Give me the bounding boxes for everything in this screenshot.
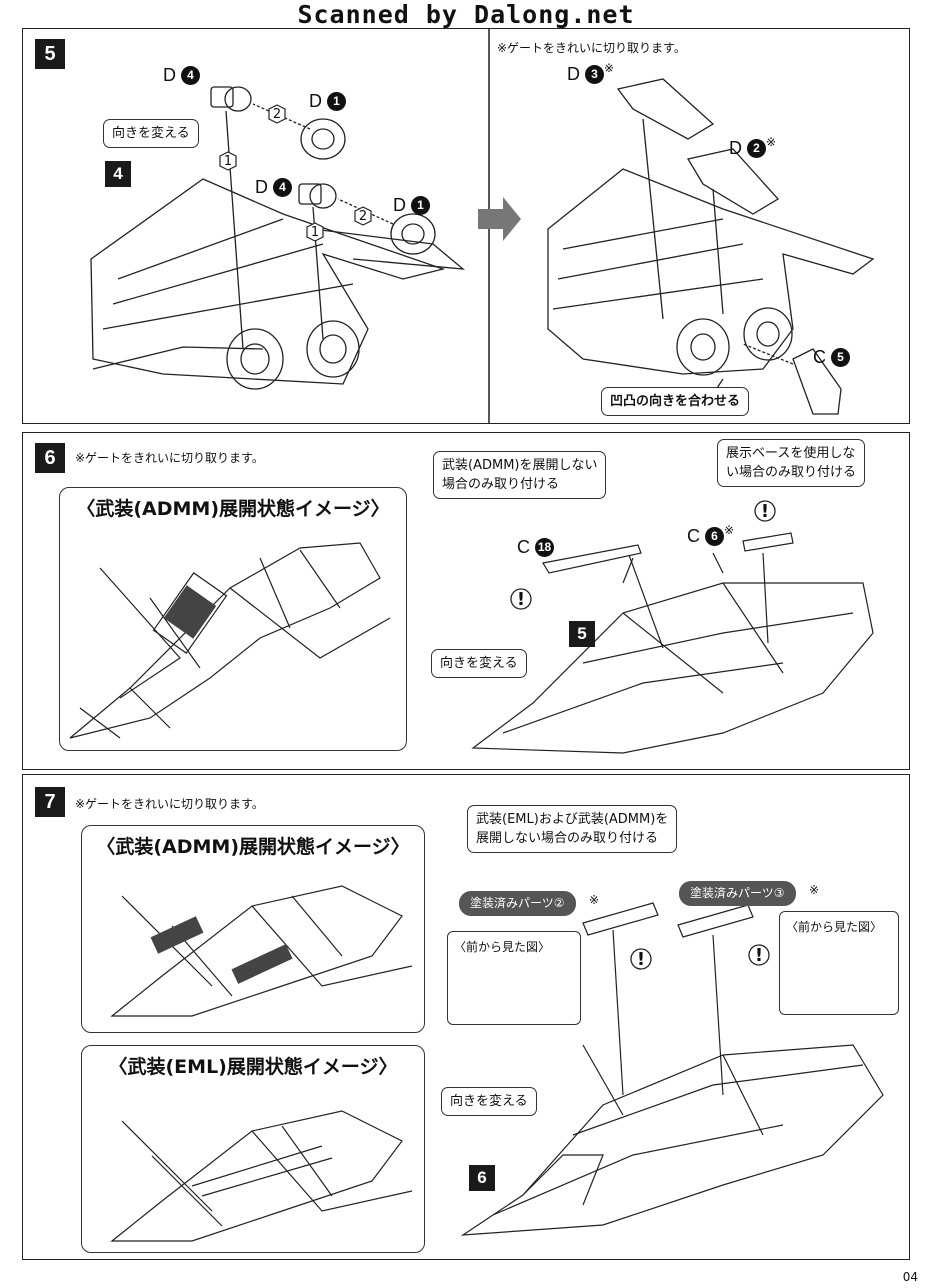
painted-part-2-mark: ※ bbox=[589, 893, 600, 907]
svg-text:!: ! bbox=[761, 501, 769, 522]
step7-eml-image: 〈武装(EML)展開状態イメージ〉 bbox=[81, 1045, 425, 1253]
svg-text:!: ! bbox=[517, 589, 525, 610]
step6-admm-callout: 武装(ADMM)を展開しない場合のみ取り付ける bbox=[433, 451, 607, 499]
step6-base-callout: 展示ベースを使用しない場合のみ取り付ける bbox=[717, 439, 866, 487]
part-label-d1: D 1 bbox=[309, 91, 347, 112]
order-label: 1 bbox=[224, 154, 232, 169]
svg-text:!: ! bbox=[637, 949, 645, 970]
step6-panel: 6 ※ゲートをきれいに切り取ります。 〈武装(ADMM)展開状態イメージ〉 bbox=[22, 432, 910, 770]
step7-admm-title: 〈武装(ADMM)展開状態イメージ〉 bbox=[96, 836, 410, 858]
step6-admm-image: 〈武装(ADMM)展開状態イメージ〉 bbox=[59, 487, 407, 751]
step6-turn-callout: 向きを変える bbox=[431, 649, 527, 678]
step5-left-substep: 4 bbox=[105, 161, 131, 187]
step5-note: ※ゲートをきれいに切り取ります。 bbox=[497, 41, 686, 55]
step6-number: 6 bbox=[35, 443, 65, 473]
part-label-c6: C 6※ bbox=[687, 523, 735, 546]
part-label-d4: D 4 bbox=[255, 177, 293, 198]
step5-illustration: 1 2 1 2 bbox=[90, 29, 875, 423]
front-view-label: 〈前から見た図〉 bbox=[786, 920, 883, 934]
step7-number: 7 bbox=[35, 787, 65, 817]
step5-align-callout: 凹凸の向きを合わせる bbox=[601, 387, 750, 416]
part-label-d2: D 2※ bbox=[729, 135, 777, 158]
step6-substep: 5 bbox=[569, 621, 595, 647]
step7-top-callout: 武装(EML)および武装(ADMM)を展開しない場合のみ取り付ける bbox=[467, 805, 678, 853]
part-label-d3: D 3※ bbox=[567, 61, 615, 84]
page-number: 04 bbox=[902, 1270, 918, 1284]
step6-illustration: ! ! bbox=[471, 500, 874, 754]
step6-image-title: 〈武装(ADMM)展開状態イメージ〉 bbox=[76, 498, 390, 520]
step7-panel: 7 ※ゲートをきれいに切り取ります。 〈武装(ADMM)展開状態イメージ〉 〈武… bbox=[22, 774, 910, 1260]
front-view-label: 〈前から見た図〉 bbox=[454, 940, 551, 954]
step7-substep: 6 bbox=[469, 1165, 495, 1191]
step5-turn-callout: 向きを変える bbox=[103, 119, 199, 148]
step5-number: 5 bbox=[35, 39, 65, 69]
painted-part-3-badge: 塗装済みパーツ③ bbox=[679, 881, 796, 906]
svg-text:2: 2 bbox=[359, 209, 367, 224]
step7-admm-image: 〈武装(ADMM)展開状態イメージ〉 bbox=[81, 825, 425, 1033]
part-label-c18: C 18 bbox=[517, 537, 555, 558]
front-view-box-left: 〈前から見た図〉 bbox=[447, 931, 581, 1025]
svg-text:!: ! bbox=[755, 945, 763, 966]
aircraft-admm-illustration bbox=[69, 542, 391, 739]
front-view-box-right: 〈前から見た図〉 bbox=[779, 911, 899, 1015]
painted-part-2-badge: 塗装済みパーツ② bbox=[459, 891, 576, 916]
part-label-c5: C 5 bbox=[813, 347, 851, 368]
svg-text:1: 1 bbox=[311, 225, 319, 240]
painted-part-3-mark: ※ bbox=[809, 883, 820, 897]
step6-note: ※ゲートをきれいに切り取ります。 bbox=[75, 451, 264, 465]
watermark: Scanned by Dalong.net bbox=[297, 0, 635, 29]
arrow-right-icon bbox=[478, 197, 521, 241]
step5-panel: 5 ※ゲートをきれいに切り取ります。 bbox=[22, 28, 910, 424]
step7-note: ※ゲートをきれいに切り取ります。 bbox=[75, 797, 264, 811]
step7-turn-callout: 向きを変える bbox=[441, 1087, 537, 1116]
part-label-d4: D 4 bbox=[163, 65, 201, 86]
step7-eml-title: 〈武装(EML)展開状態イメージ〉 bbox=[108, 1056, 398, 1078]
part-label-d1: D 1 bbox=[393, 195, 431, 216]
svg-text:2: 2 bbox=[273, 107, 281, 122]
